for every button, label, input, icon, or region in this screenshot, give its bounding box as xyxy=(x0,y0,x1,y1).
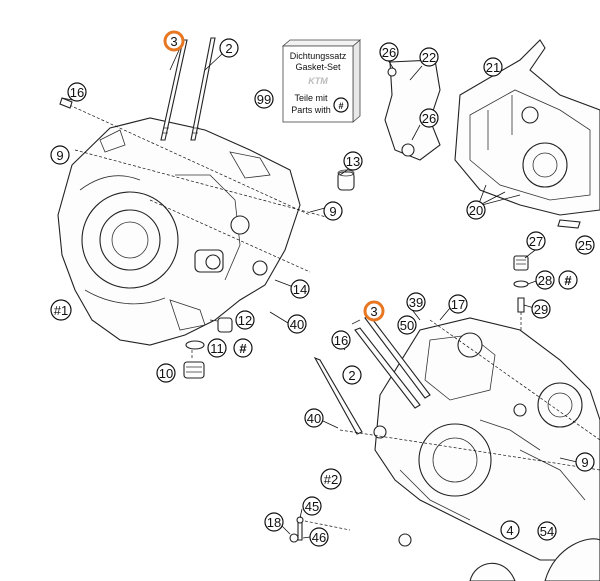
callout-2-bottom[interactable]: 2 xyxy=(342,365,362,385)
svg-text:46: 46 xyxy=(312,530,326,545)
callout-27[interactable]: 27 xyxy=(526,231,546,251)
callout-17[interactable]: 17 xyxy=(448,294,468,314)
callout-26-a[interactable]: 26 xyxy=(379,42,399,62)
svg-text:40: 40 xyxy=(290,317,304,332)
callout-40-bottom[interactable]: 40 xyxy=(304,408,324,428)
svg-text:99: 99 xyxy=(257,92,271,107)
svg-text:16: 16 xyxy=(334,333,348,348)
callout-2-top[interactable]: 2 xyxy=(219,38,239,58)
svg-text:#1: #1 xyxy=(54,303,68,318)
callout-28[interactable]: 28 xyxy=(535,270,555,290)
gasket-set-box: Dichtungssatz Gasket-Set KTM Teile mit P… xyxy=(281,39,362,123)
svg-text:2: 2 xyxy=(225,41,232,56)
svg-text:50: 50 xyxy=(400,318,414,333)
callout-25[interactable]: 25 xyxy=(575,235,595,255)
callout-29[interactable]: 29 xyxy=(531,299,551,319)
svg-text:#: # xyxy=(564,273,572,288)
callout-28-hash[interactable]: # xyxy=(558,270,578,290)
svg-text:20: 20 xyxy=(469,203,483,218)
callouts: 3 2 16 9 13 9 14 40 xyxy=(50,30,595,547)
right-cover-gasket xyxy=(384,39,600,229)
svg-text:54: 54 xyxy=(540,524,554,539)
plug-10 xyxy=(183,361,205,379)
callout-21[interactable]: 21 xyxy=(483,57,503,77)
part-4 xyxy=(469,562,516,581)
svg-text:9: 9 xyxy=(329,204,336,219)
svg-text:3: 3 xyxy=(370,304,377,319)
bolt-bottom xyxy=(398,533,412,547)
svg-text:9: 9 xyxy=(56,148,63,163)
callout-13[interactable]: 13 xyxy=(343,151,363,171)
callout-14[interactable]: 14 xyxy=(290,279,310,299)
svg-text:45: 45 xyxy=(305,499,319,514)
right-crankcase-half xyxy=(373,317,600,561)
long-studs-top xyxy=(160,37,216,141)
callout-16-bottom[interactable]: 16 xyxy=(331,330,351,350)
svg-text:#: # xyxy=(239,341,247,356)
svg-text:18: 18 xyxy=(267,515,281,530)
sleeve-12 xyxy=(217,317,233,333)
left-crankcase-half xyxy=(57,117,301,346)
gasket-box-line3: Teile mit xyxy=(294,93,328,103)
callout-20[interactable]: 20 xyxy=(466,200,486,220)
gasket-box-line4: Parts with xyxy=(291,105,331,115)
gasket-box-hash: # xyxy=(338,101,343,111)
gasket-box-line1: Dichtungssatz xyxy=(290,51,347,61)
small-parts-45-46-18 xyxy=(289,516,304,543)
callout-50[interactable]: 50 xyxy=(397,315,417,335)
callout-12[interactable]: 12 xyxy=(235,310,255,330)
svg-text:11: 11 xyxy=(210,341,224,356)
callout-54[interactable]: 54 xyxy=(537,521,557,541)
svg-text:9: 9 xyxy=(581,455,588,470)
callout-11-hash[interactable]: # xyxy=(233,338,253,358)
callout-26-b[interactable]: 26 xyxy=(419,108,439,128)
callout-2-hash[interactable]: #2 xyxy=(320,468,342,490)
svg-text:10: 10 xyxy=(159,366,173,381)
callout-22[interactable]: 22 xyxy=(419,47,439,67)
sleeve-13 xyxy=(337,169,355,191)
svg-text:14: 14 xyxy=(293,282,307,297)
callout-16-left[interactable]: 16 xyxy=(67,82,87,102)
svg-text:40: 40 xyxy=(307,411,321,426)
callout-1-hash[interactable]: #1 xyxy=(50,299,72,321)
svg-text:26: 26 xyxy=(422,111,436,126)
callout-99[interactable]: 99 xyxy=(254,89,274,109)
svg-text:3: 3 xyxy=(170,34,177,49)
svg-text:16: 16 xyxy=(70,85,84,100)
svg-text:2: 2 xyxy=(348,368,355,383)
callout-39[interactable]: 39 xyxy=(406,292,426,312)
callout-45[interactable]: 45 xyxy=(302,496,322,516)
callout-4[interactable]: 4 xyxy=(500,520,520,540)
svg-text:22: 22 xyxy=(422,50,436,65)
svg-text:25: 25 xyxy=(578,238,592,253)
ring-11 xyxy=(185,340,205,350)
callout-9-right[interactable]: 9 xyxy=(575,452,595,472)
callout-3-top[interactable]: 3 xyxy=(163,30,185,52)
svg-text:29: 29 xyxy=(534,302,548,317)
callout-3-bottom[interactable]: 3 xyxy=(363,300,385,322)
long-studs-bottom xyxy=(313,315,431,435)
svg-text:28: 28 xyxy=(538,273,552,288)
callout-10[interactable]: 10 xyxy=(156,363,176,383)
callout-11[interactable]: 11 xyxy=(207,338,227,358)
svg-text:13: 13 xyxy=(346,154,360,169)
svg-text:26: 26 xyxy=(382,45,396,60)
svg-text:39: 39 xyxy=(409,295,423,310)
callout-9-left[interactable]: 9 xyxy=(50,145,70,165)
svg-text:12: 12 xyxy=(238,313,252,328)
svg-text:17: 17 xyxy=(451,297,465,312)
ktm-logo: KTM xyxy=(308,76,328,86)
svg-text:4: 4 xyxy=(506,523,513,538)
callout-46[interactable]: 46 xyxy=(309,527,329,547)
oil-plug-assembly xyxy=(513,255,529,330)
callout-18[interactable]: 18 xyxy=(264,512,284,532)
gasket-box-line2: Gasket-Set xyxy=(295,62,341,72)
svg-text:#2: #2 xyxy=(324,472,338,487)
svg-text:21: 21 xyxy=(486,60,500,75)
svg-text:27: 27 xyxy=(529,234,543,249)
callout-9-mid[interactable]: 9 xyxy=(323,201,343,221)
callout-40-left[interactable]: 40 xyxy=(287,314,307,334)
